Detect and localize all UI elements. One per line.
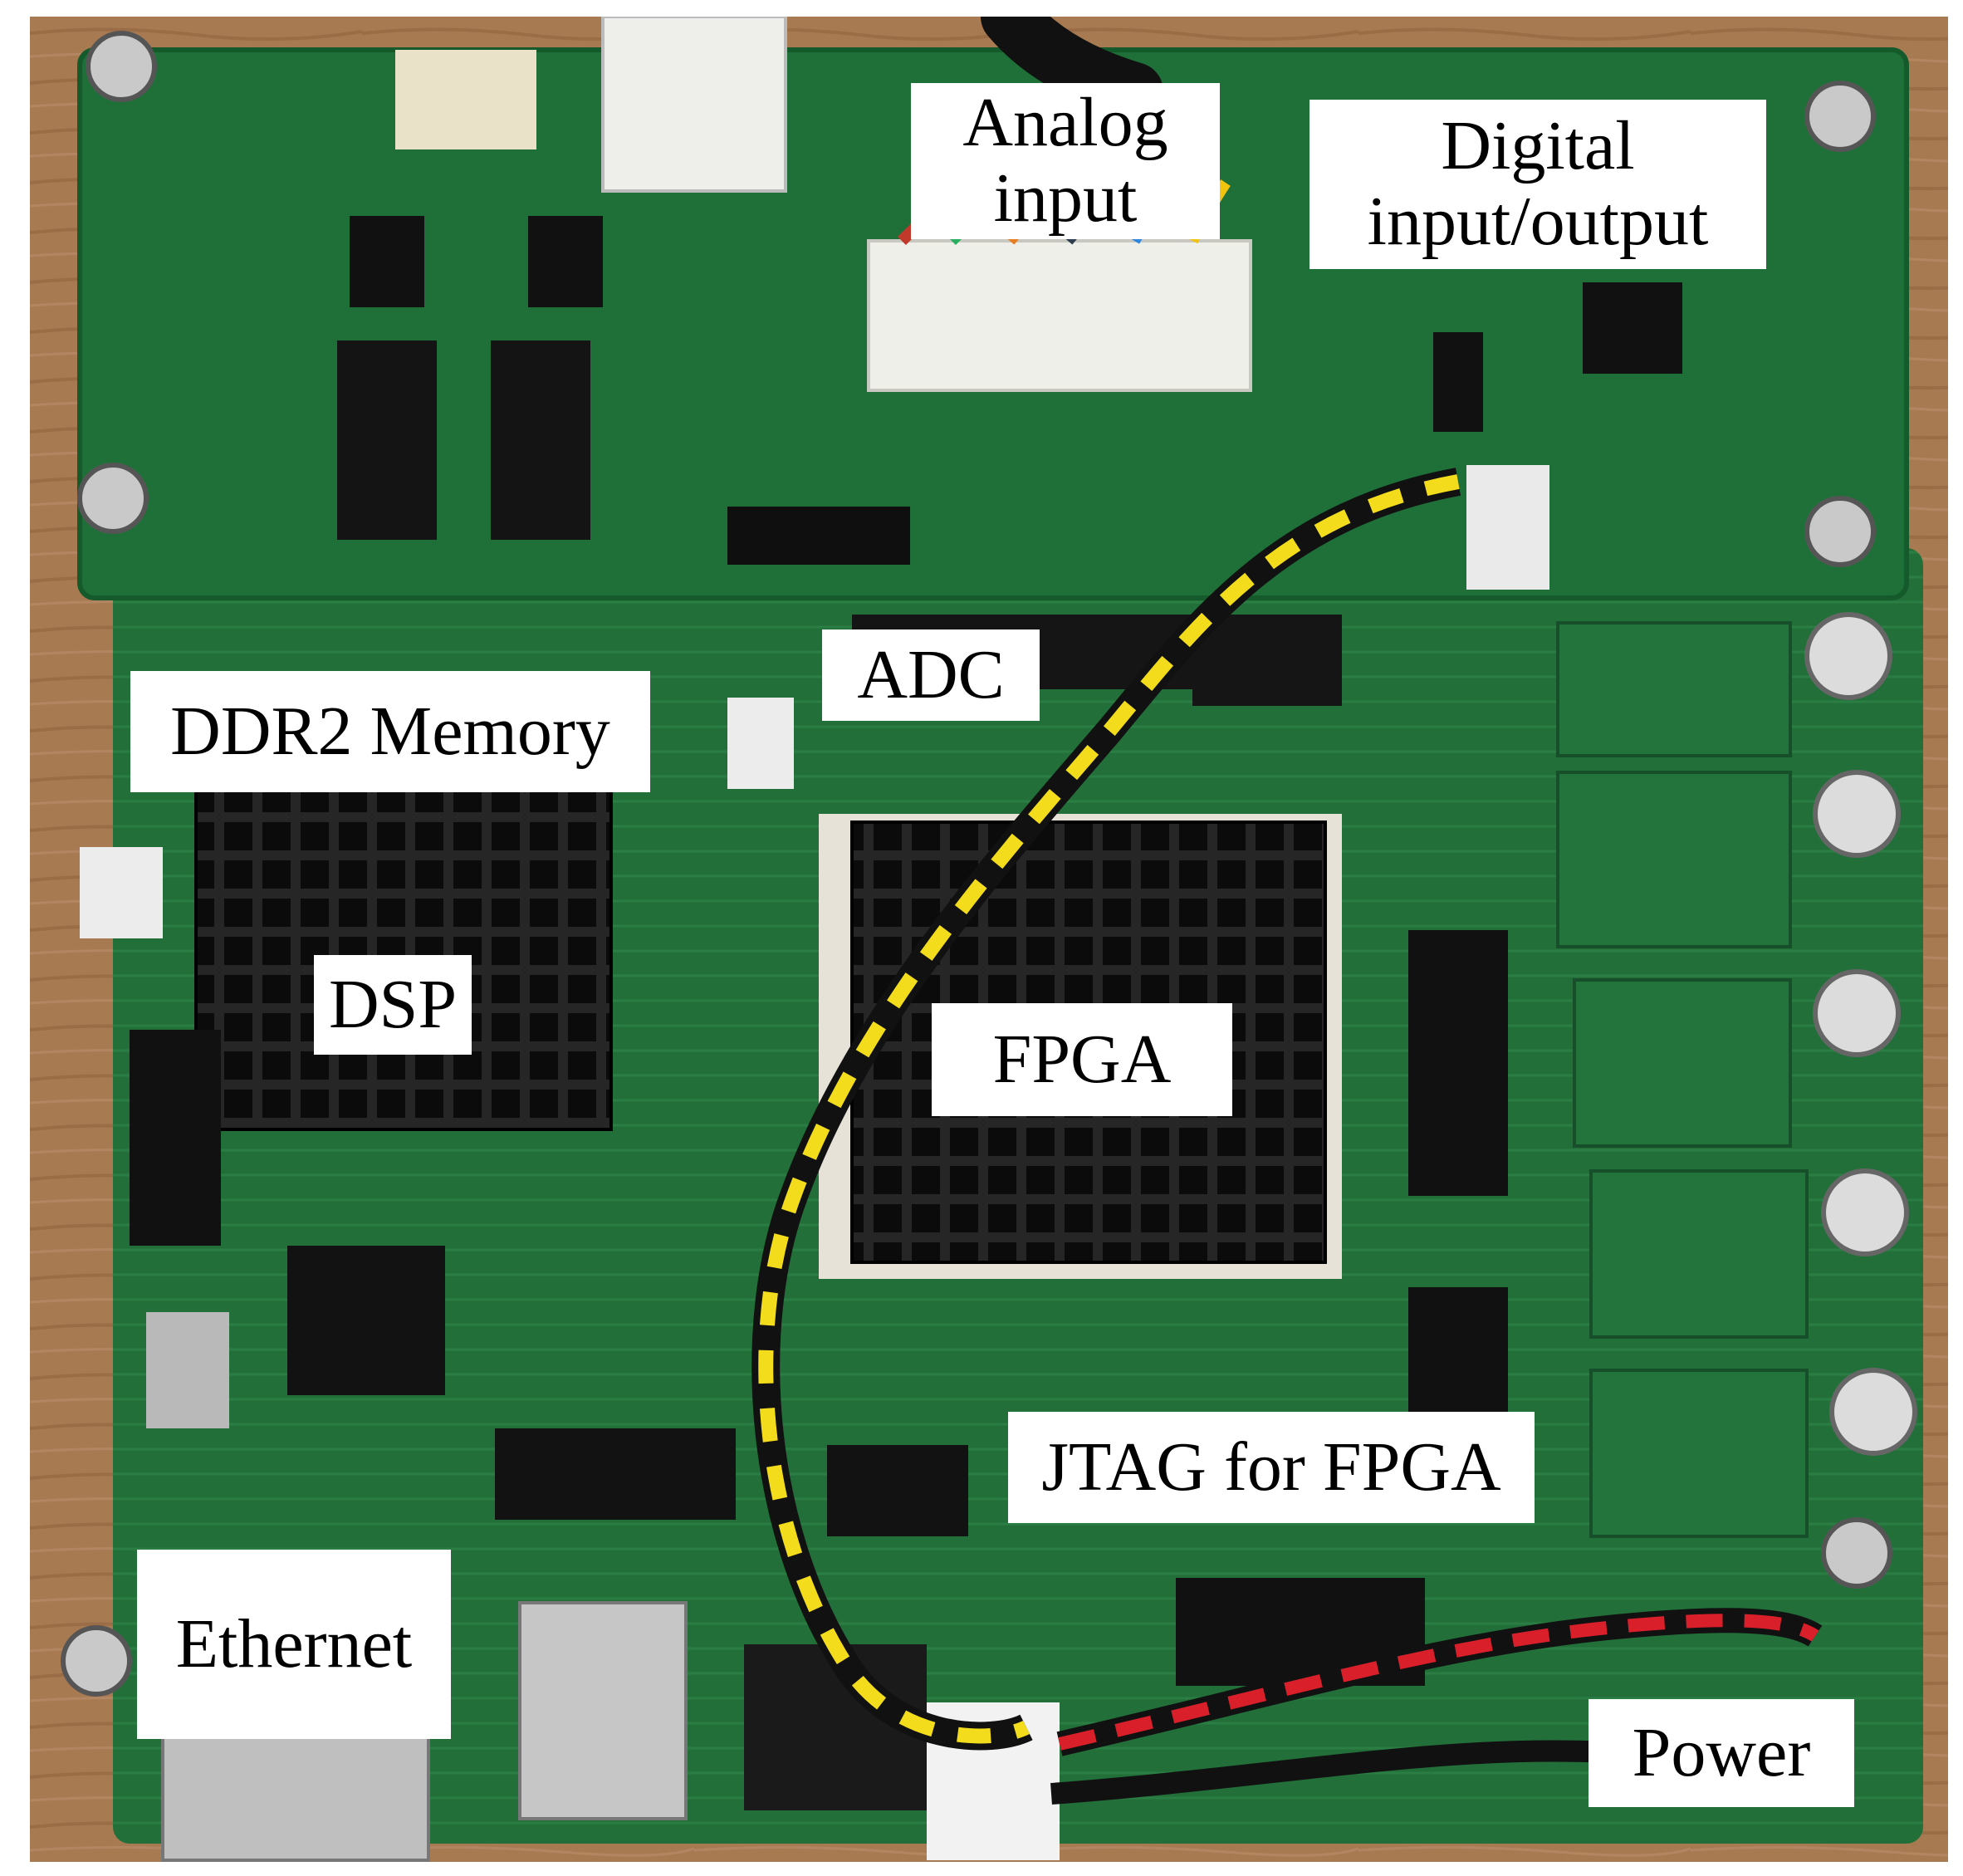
board-illustration [30, 17, 1948, 1862]
pin-header [130, 1030, 221, 1246]
ic-chip [1583, 282, 1682, 374]
twisted-cable-yellow [758, 474, 1460, 1744]
label-ethernet: Ethernet [137, 1550, 451, 1739]
ic-chip [528, 216, 603, 307]
mounting-screws [61, 31, 1892, 1697]
label-digital-io: Digital input/output [1309, 100, 1766, 269]
slot-connector [1408, 930, 1508, 1196]
crystal [146, 1312, 229, 1428]
board-photo [30, 17, 1948, 1862]
white-connector [727, 698, 794, 789]
power-cable-black-lower [1050, 1740, 1608, 1805]
analog-connector [867, 239, 1252, 392]
label-dsp: DSP [314, 955, 472, 1055]
label-ddr2-memory: DDR2 Memory [130, 671, 650, 792]
usb-jack [518, 1601, 688, 1820]
label-power: Power [1589, 1699, 1854, 1807]
ic-chip [495, 1428, 736, 1520]
ethernet-jack [161, 1726, 430, 1862]
label-analog-input: Analog input [911, 83, 1220, 239]
pin-header [727, 507, 910, 565]
white-connector-digital [1466, 465, 1549, 590]
label-fpga: FPGA [932, 1003, 1232, 1116]
white-connector [80, 847, 163, 938]
dip-switch [337, 340, 437, 540]
power-modules [1556, 621, 1809, 1538]
capacitors [1804, 612, 1917, 1456]
ic-chip [350, 216, 424, 307]
ic-chip [1192, 615, 1342, 706]
ic-chip [287, 1246, 445, 1395]
label-adc: ADC [822, 629, 1040, 721]
white-connector-large [601, 17, 787, 193]
transistor [1433, 332, 1483, 432]
white-connector-small [395, 50, 536, 149]
ic-chip [827, 1445, 968, 1536]
dip-switch [491, 340, 590, 540]
label-jtag-fpga: JTAG for FPGA [1008, 1412, 1535, 1523]
power-cable-red [1058, 1614, 1819, 1751]
